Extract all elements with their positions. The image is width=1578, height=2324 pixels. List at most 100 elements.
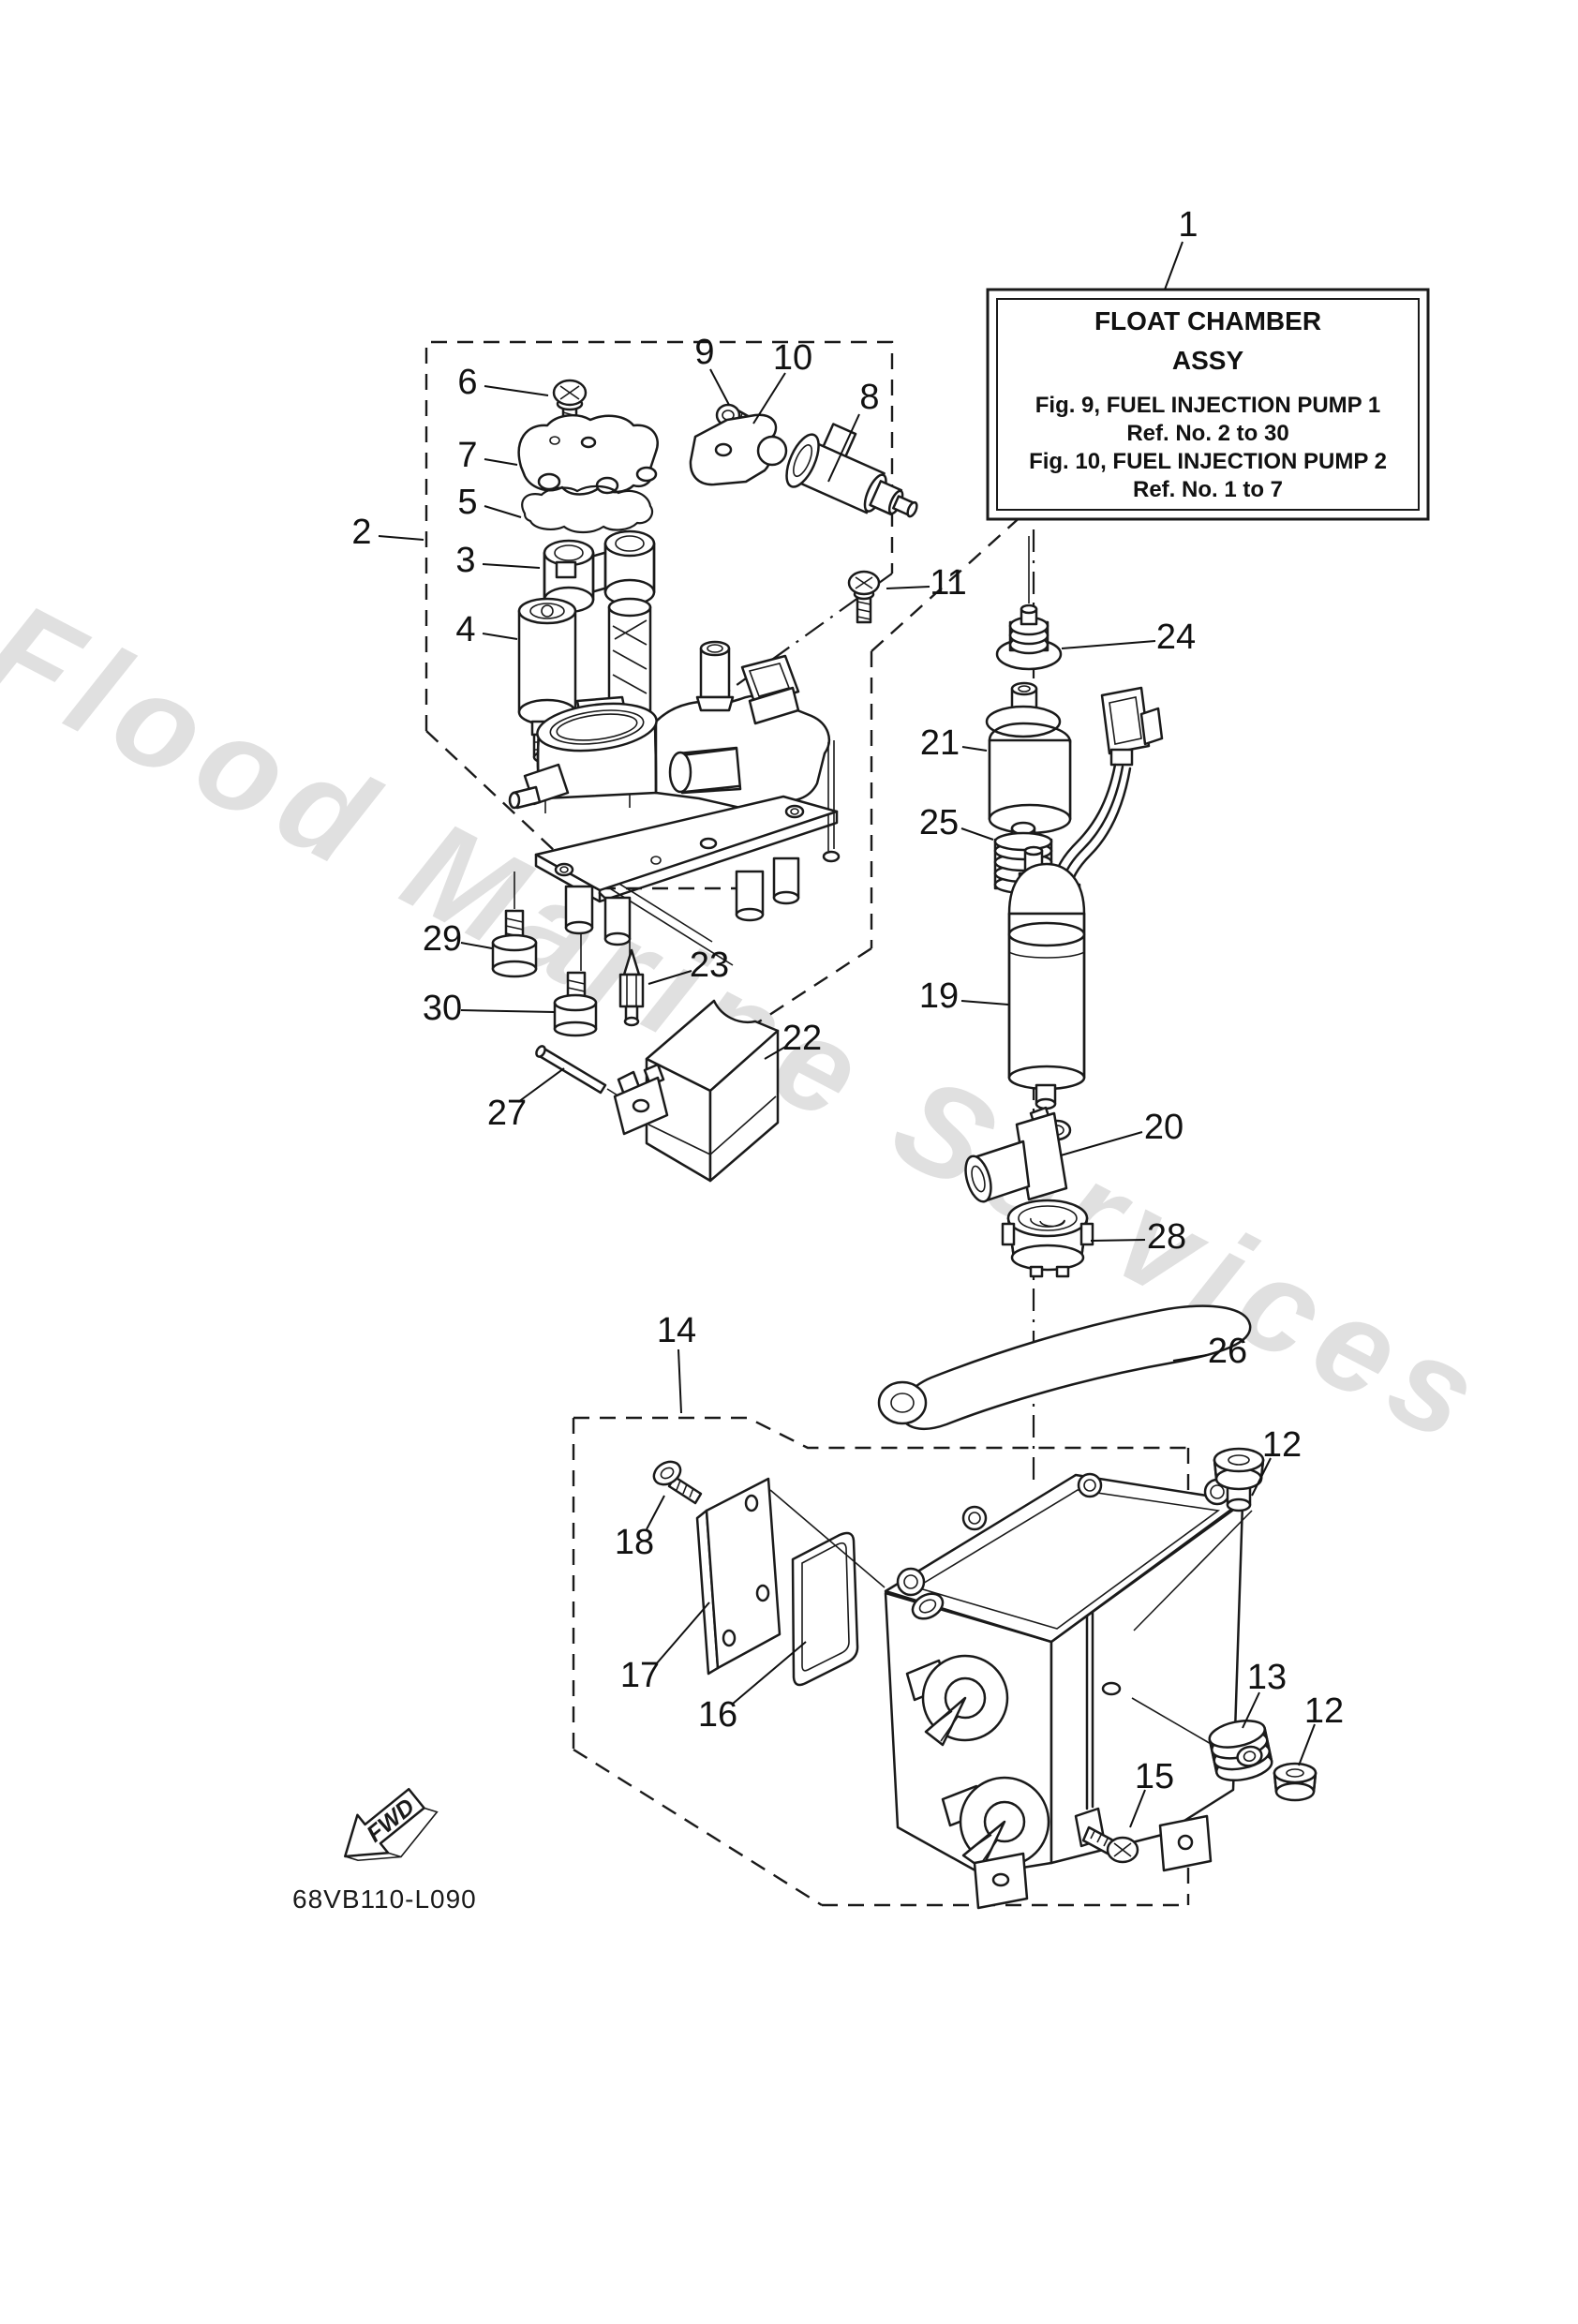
info-box-fig9: Fig. 9, FUEL INJECTION PUMP 1 <box>1035 393 1381 418</box>
leader-25 <box>960 827 994 841</box>
part-15-screw <box>1074 1807 1139 1864</box>
part-10-fork-bracket <box>689 413 788 486</box>
part-18-screw <box>652 1460 703 1505</box>
part-29-bolt <box>491 909 538 978</box>
info-box-fig9-ref: Ref. No. 2 to 30 <box>1126 421 1288 446</box>
callout-17: 17 <box>620 1656 660 1695</box>
info-box-fig10: Fig. 10, FUEL INJECTION PUMP 2 <box>1029 449 1387 474</box>
part-float-chamber-body <box>884 1472 1244 1910</box>
callout-18: 18 <box>615 1523 654 1562</box>
callout-10: 10 <box>773 338 812 378</box>
info-box-fig10-ref: Ref. No. 1 to 7 <box>1133 477 1283 502</box>
part-19-fuel-pump <box>1007 845 1086 1110</box>
leader-6 <box>484 385 549 396</box>
leader-18 <box>646 1495 665 1530</box>
leader-15 <box>1129 1789 1146 1828</box>
callout-19: 19 <box>919 976 959 1016</box>
callout-16: 16 <box>698 1695 737 1735</box>
part-16-gasket <box>791 1531 859 1687</box>
leader-12a <box>1251 1457 1272 1497</box>
leader-14 <box>677 1348 682 1414</box>
callout-12b: 12 <box>1304 1691 1344 1731</box>
callout-14: 14 <box>657 1311 696 1350</box>
part-27-float-pin <box>535 1045 623 1099</box>
callout-28: 28 <box>1147 1217 1186 1257</box>
leader-5 <box>484 505 522 518</box>
callout-27: 27 <box>487 1094 527 1133</box>
callout-6: 6 <box>457 363 477 402</box>
callout-15: 15 <box>1135 1757 1174 1796</box>
callout-4: 4 <box>455 610 475 649</box>
part-12b-grommet <box>1273 1762 1317 1802</box>
callout-26: 26 <box>1208 1332 1247 1371</box>
part-8-pressure-regulator <box>785 423 918 518</box>
callout-9: 9 <box>694 333 714 372</box>
callout-29: 29 <box>423 919 462 959</box>
leader-20 <box>1060 1131 1143 1156</box>
leader-19 <box>960 1000 1009 1006</box>
callout-21: 21 <box>920 723 960 763</box>
dashed-group-assembly-1 <box>424 340 894 907</box>
callout-13: 13 <box>1247 1658 1287 1697</box>
info-box-title-1: FLOAT CHAMBER <box>1094 306 1321 335</box>
callout-23: 23 <box>690 946 729 985</box>
callout-24: 24 <box>1156 618 1196 657</box>
part-20-outlet-bracket <box>964 1106 1072 1203</box>
leader-7 <box>484 458 518 466</box>
callout-20: 20 <box>1144 1108 1184 1147</box>
part-23-needle-valve <box>618 948 645 1027</box>
callout-12a: 12 <box>1262 1425 1302 1465</box>
part-2-pump-body <box>508 640 841 946</box>
callout-11: 11 <box>930 563 966 603</box>
leader-11 <box>886 586 930 589</box>
part-30-bolt <box>553 971 598 1037</box>
part-22-float <box>613 999 780 1183</box>
part-17-plate <box>695 1477 782 1676</box>
part-24-grommet <box>995 603 1063 671</box>
leader-16 <box>732 1641 807 1705</box>
projection-lines <box>769 1489 1253 1746</box>
info-box: FLOAT CHAMBER ASSY Fig. 9, FUEL INJECTIO… <box>986 288 1430 521</box>
leader-2 <box>378 535 424 541</box>
callout-22: 22 <box>782 1019 822 1058</box>
part-5-gasket <box>521 484 654 534</box>
part-7-joint-cover <box>517 413 659 496</box>
callout-30: 30 <box>423 989 462 1028</box>
leader-22 <box>764 1045 788 1060</box>
callout-7: 7 <box>457 436 477 475</box>
callout-5: 5 <box>457 483 477 522</box>
callout-2: 2 <box>351 513 371 552</box>
leader-24 <box>1061 640 1156 649</box>
leader-30 <box>460 1009 556 1013</box>
leader-28 <box>1090 1239 1146 1242</box>
leader-4 <box>482 633 518 640</box>
leader-27 <box>517 1067 565 1103</box>
part-21-float-pump-holder <box>985 681 1072 835</box>
part-28-filter-cup <box>1001 1199 1094 1278</box>
part-code: 68VB110-L090 <box>292 1885 477 1914</box>
callout-25: 25 <box>919 803 959 842</box>
leader-23 <box>648 970 692 985</box>
part-26-gasket <box>877 1304 1252 1431</box>
part-3-pipe-clamp <box>543 529 656 614</box>
fwd-arrow: FWD <box>344 1787 439 1862</box>
leader-9 <box>709 368 730 406</box>
leader-10 <box>752 372 786 425</box>
leader-29 <box>460 942 493 949</box>
leader-17 <box>655 1601 710 1665</box>
callout-8: 8 <box>859 378 879 417</box>
part-11-screw <box>847 570 881 624</box>
leader-3 <box>482 563 541 569</box>
leader-21 <box>961 746 988 752</box>
leader-8 <box>827 413 860 483</box>
callout-3: 3 <box>455 541 475 580</box>
callout-1: 1 <box>1178 205 1198 245</box>
leader-26 <box>1172 1354 1208 1362</box>
leader-1 <box>1164 241 1184 290</box>
leader-13 <box>1242 1691 1260 1729</box>
part-13-bushing <box>1208 1719 1273 1782</box>
info-box-title-2: ASSY <box>1172 346 1244 375</box>
